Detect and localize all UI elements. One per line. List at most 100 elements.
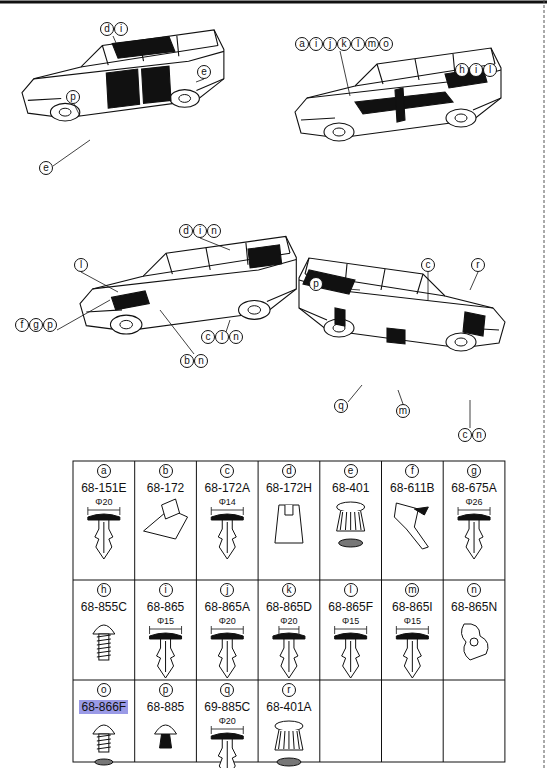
callout-letter: o [379,37,393,51]
clip-drawing [211,514,243,559]
callout-letter: q [220,683,234,697]
callout-letter: n [467,583,481,597]
callout-letter: j [220,583,234,597]
part-number: 69-885C [197,700,257,714]
callout-letter: l [351,37,365,51]
callout-letter: r [282,683,296,697]
part-number: 68-401A [259,700,319,714]
leader-line [323,287,360,290]
callout-letter: o [97,683,111,697]
leader-line [398,390,403,404]
clip-drawing [211,733,243,768]
clip-drawing [458,514,490,559]
part-number: 68-172H [259,481,319,495]
part-number: 68-865I [382,600,442,614]
callout-letter: l [215,330,229,344]
callout-letter: a [97,464,111,478]
edge-rule [544,0,545,768]
dimension-text: Φ14 [207,497,247,507]
callout-letter: f [405,464,419,478]
leader-line [348,385,362,402]
leader-line [460,77,476,82]
callout-letter: d [100,22,114,36]
clip-drawing [335,633,367,678]
dimension-text: Φ15 [146,616,186,626]
leader-line [160,310,194,354]
leader-line [340,51,350,96]
callout-letter: i [309,37,323,51]
callout-letter: g [29,318,43,332]
callout-letter: e [197,65,211,79]
callout-letter: k [282,583,296,597]
callout-letter: m [405,583,419,597]
part-number: 68-172 [136,481,196,495]
callout-letter: h [455,63,469,77]
leader-line [57,300,110,330]
clip-drawing [93,625,115,660]
callout-letter: p [43,318,57,332]
clip-drawing [144,499,188,539]
dimension-text: Φ15 [392,616,432,626]
callout-letter: l [483,63,497,77]
dimension-text: Φ20 [269,616,309,626]
callout-letter: p [66,90,80,104]
leader-line [470,400,471,428]
dimension-text: Φ20 [207,616,247,626]
callout-letter: c [220,464,234,478]
part-number: 68-675A [444,481,504,495]
callout-letter: c [421,258,435,272]
callout-letter: r [471,258,485,272]
callout-letter: n [229,330,243,344]
part-number: 68-885 [136,700,196,714]
dimension-text: Φ20 [207,716,247,726]
dimension-text: Φ15 [331,616,371,626]
car-drawing [299,258,505,351]
parts-table [73,461,505,762]
leader-line [113,36,120,52]
clip-drawing [275,505,303,543]
callout-letter: d [179,224,193,238]
callout-letter: m [396,404,410,418]
part-number: 68-865D [259,600,319,614]
callout-letter: p [159,683,173,697]
part-number: 68-611B [382,481,442,495]
callout-letter: q [334,399,348,413]
clip-drawing [150,633,182,678]
callout-letter: p [309,277,323,291]
part-number: 68-865N [444,600,504,614]
clip-drawing [461,624,488,660]
leader-line [428,272,429,300]
callout-letter: b [180,354,194,368]
clip-drawing [211,633,243,678]
callout-letter: f [15,318,29,332]
dimension-text: Φ20 [84,497,124,507]
part-number: 68-855C [74,600,134,614]
callout-letter: e [39,161,53,175]
part-number: 68-865A [197,600,257,614]
clip-drawing [88,514,120,559]
part-number: 68-865F [321,600,381,614]
leader-line [53,140,90,166]
leader-line [74,104,80,116]
clip-drawing [337,502,365,547]
callout-letter: i [193,224,207,238]
callout-letter: i [469,63,483,77]
callout-letter: c [201,330,215,344]
callout-letter: b [159,464,173,478]
callout-letter: g [467,464,481,478]
clip-drawing [275,721,303,766]
callout-letter: n [194,354,208,368]
car-drawing [295,48,501,141]
callout-letter: k [337,37,351,51]
part-number: 68-172A [197,481,257,495]
clip-drawing [273,633,305,678]
leader-line [196,79,204,82]
clip-drawing [396,633,428,678]
callout-letter: l [344,583,358,597]
callout-letter: c [458,428,472,442]
part-number: 68-865 [136,600,196,614]
clip-drawing [93,725,115,765]
callout-letter: j [323,37,337,51]
callout-letter: d [282,464,296,478]
callout-letter: n [472,428,486,442]
